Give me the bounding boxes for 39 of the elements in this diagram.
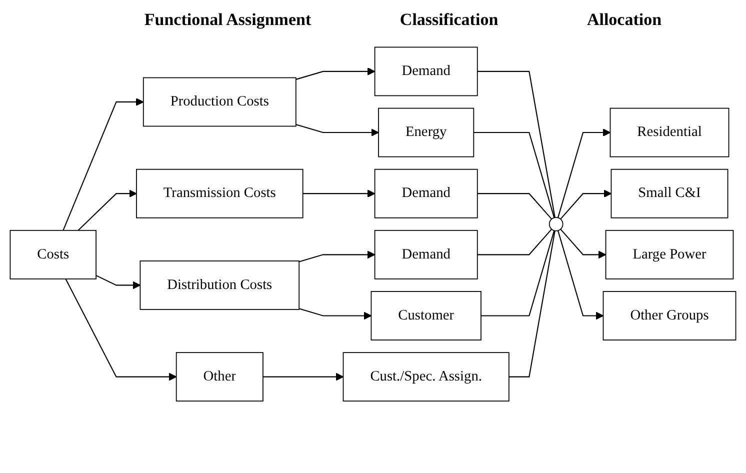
arrow: [65, 278, 177, 381]
node-box: Transmission Costs: [136, 168, 304, 218]
node-box: Distribution Costs: [140, 260, 300, 310]
connector: [474, 132, 555, 218]
node-box: Demand: [374, 168, 478, 218]
node-box: Demand: [374, 230, 478, 280]
node-box: Small C&I: [610, 168, 728, 218]
arrow: [558, 128, 611, 218]
arrow: [558, 230, 604, 320]
arrow: [296, 67, 376, 80]
arrow: [298, 308, 372, 320]
column-heading: Allocation: [586, 10, 662, 30]
arrow: [62, 98, 144, 231]
node-circle: [548, 216, 564, 232]
node-box: Other: [176, 352, 264, 402]
node-box: Cust./Spec. Assign.: [342, 352, 510, 402]
node-box: Energy: [378, 108, 474, 158]
column-heading: Functional Assignment: [144, 10, 312, 30]
arrow: [296, 124, 379, 136]
arrow: [560, 190, 612, 220]
node-box: Residential: [610, 108, 730, 158]
connector: [477, 193, 552, 220]
node-box: Large Power: [605, 230, 734, 280]
arrow: [78, 190, 137, 231]
connector: [477, 228, 552, 256]
arrow: [262, 372, 344, 381]
arrow: [302, 190, 376, 198]
node-box: Customer: [370, 291, 482, 340]
arrow: [96, 274, 141, 290]
connector: [481, 230, 555, 316]
connector: [477, 70, 556, 218]
node-box: Demand: [374, 46, 478, 96]
node-box: Costs: [10, 230, 96, 280]
column-heading: Classification: [400, 10, 498, 30]
node-box: Production Costs: [142, 77, 296, 127]
node-box: Other Groups: [602, 291, 736, 340]
arrow: [560, 228, 606, 259]
connector: [508, 230, 556, 378]
arrow: [298, 250, 376, 262]
